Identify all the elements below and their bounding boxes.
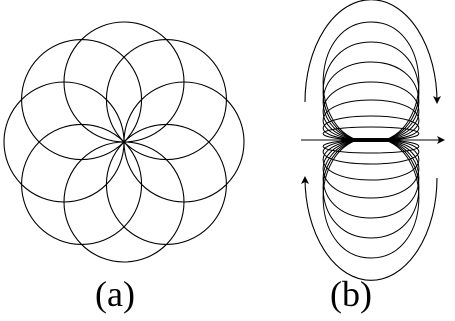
field-line-upper xyxy=(322,99,420,141)
field-line-upper xyxy=(322,126,420,141)
field-line-lower xyxy=(322,139,420,239)
panel-b-field-lines xyxy=(301,0,445,281)
field-line-lower xyxy=(322,139,420,181)
field-line-upper xyxy=(322,41,420,141)
circulation-arrow-bottom xyxy=(301,176,438,281)
field-line-upper xyxy=(322,115,420,141)
field-line-upper xyxy=(322,61,420,141)
field-line-lower xyxy=(322,139,420,154)
circulation-arrow-top xyxy=(304,0,441,104)
rosette-circle xyxy=(21,39,143,161)
field-line-lower xyxy=(322,139,420,165)
field-line-upper xyxy=(322,21,420,141)
panel-b-label: (b) xyxy=(330,274,372,314)
field-line-lower xyxy=(322,139,420,259)
field-line-lower xyxy=(322,139,420,219)
panel-a-label: (a) xyxy=(95,274,135,314)
panel-a-rosette xyxy=(3,21,245,263)
